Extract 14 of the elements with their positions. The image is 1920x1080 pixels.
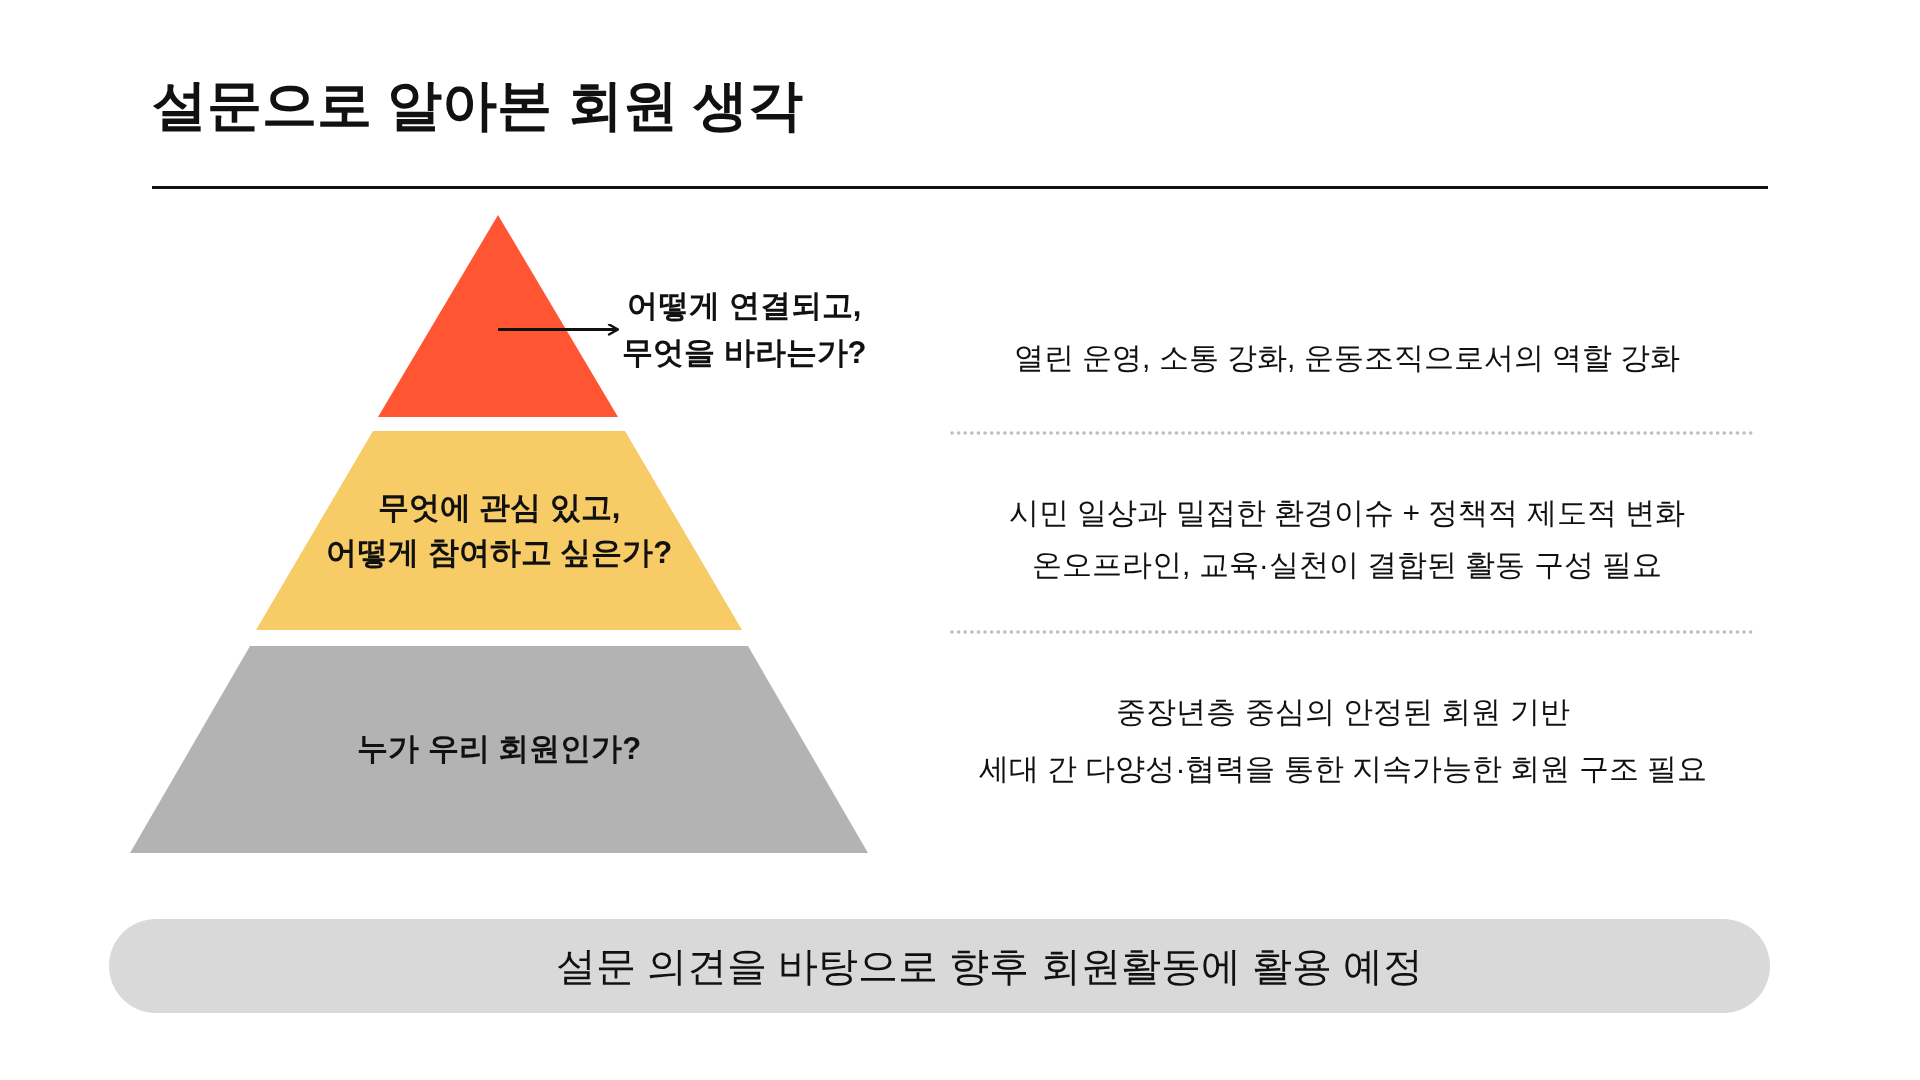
tier-question: 누가 우리 회원인가? [356, 730, 642, 769]
title: 설문으로 알아본 회원 생각 [152, 73, 803, 138]
finding-text: 시민 일상과 밀접한 환경이슈 + 정책적 제도적 변화 [1009, 494, 1685, 531]
pyramid-apex [378, 215, 618, 417]
pyramid-tier [256, 431, 742, 630]
arrow [498, 323, 620, 336]
question-text: 어떻게 연결되고, 무엇을 바라는가? [622, 283, 867, 376]
pyramid-tier [130, 646, 868, 853]
tier-question: 무엇에 관심 있고, 어떻게 참여하고 싶은가? [325, 488, 673, 572]
finding-text: 중장년층 중심의 안정된 회원 기반 [1116, 693, 1570, 730]
summary-banner: 설문 의견을 바탕으로 향후 회원활동에 활용 예정 [109, 919, 1770, 1013]
finding-text: 온오프라인, 교육·실천이 결합된 활동 구성 필요 [1032, 546, 1662, 583]
finding-text: 열린 운영, 소통 강화, 운동조직으로서의 역할 강화 [1013, 339, 1681, 376]
finding-text: 세대 간 다양성·협력을 통한 지속가능한 회원 구조 필요 [978, 750, 1708, 787]
